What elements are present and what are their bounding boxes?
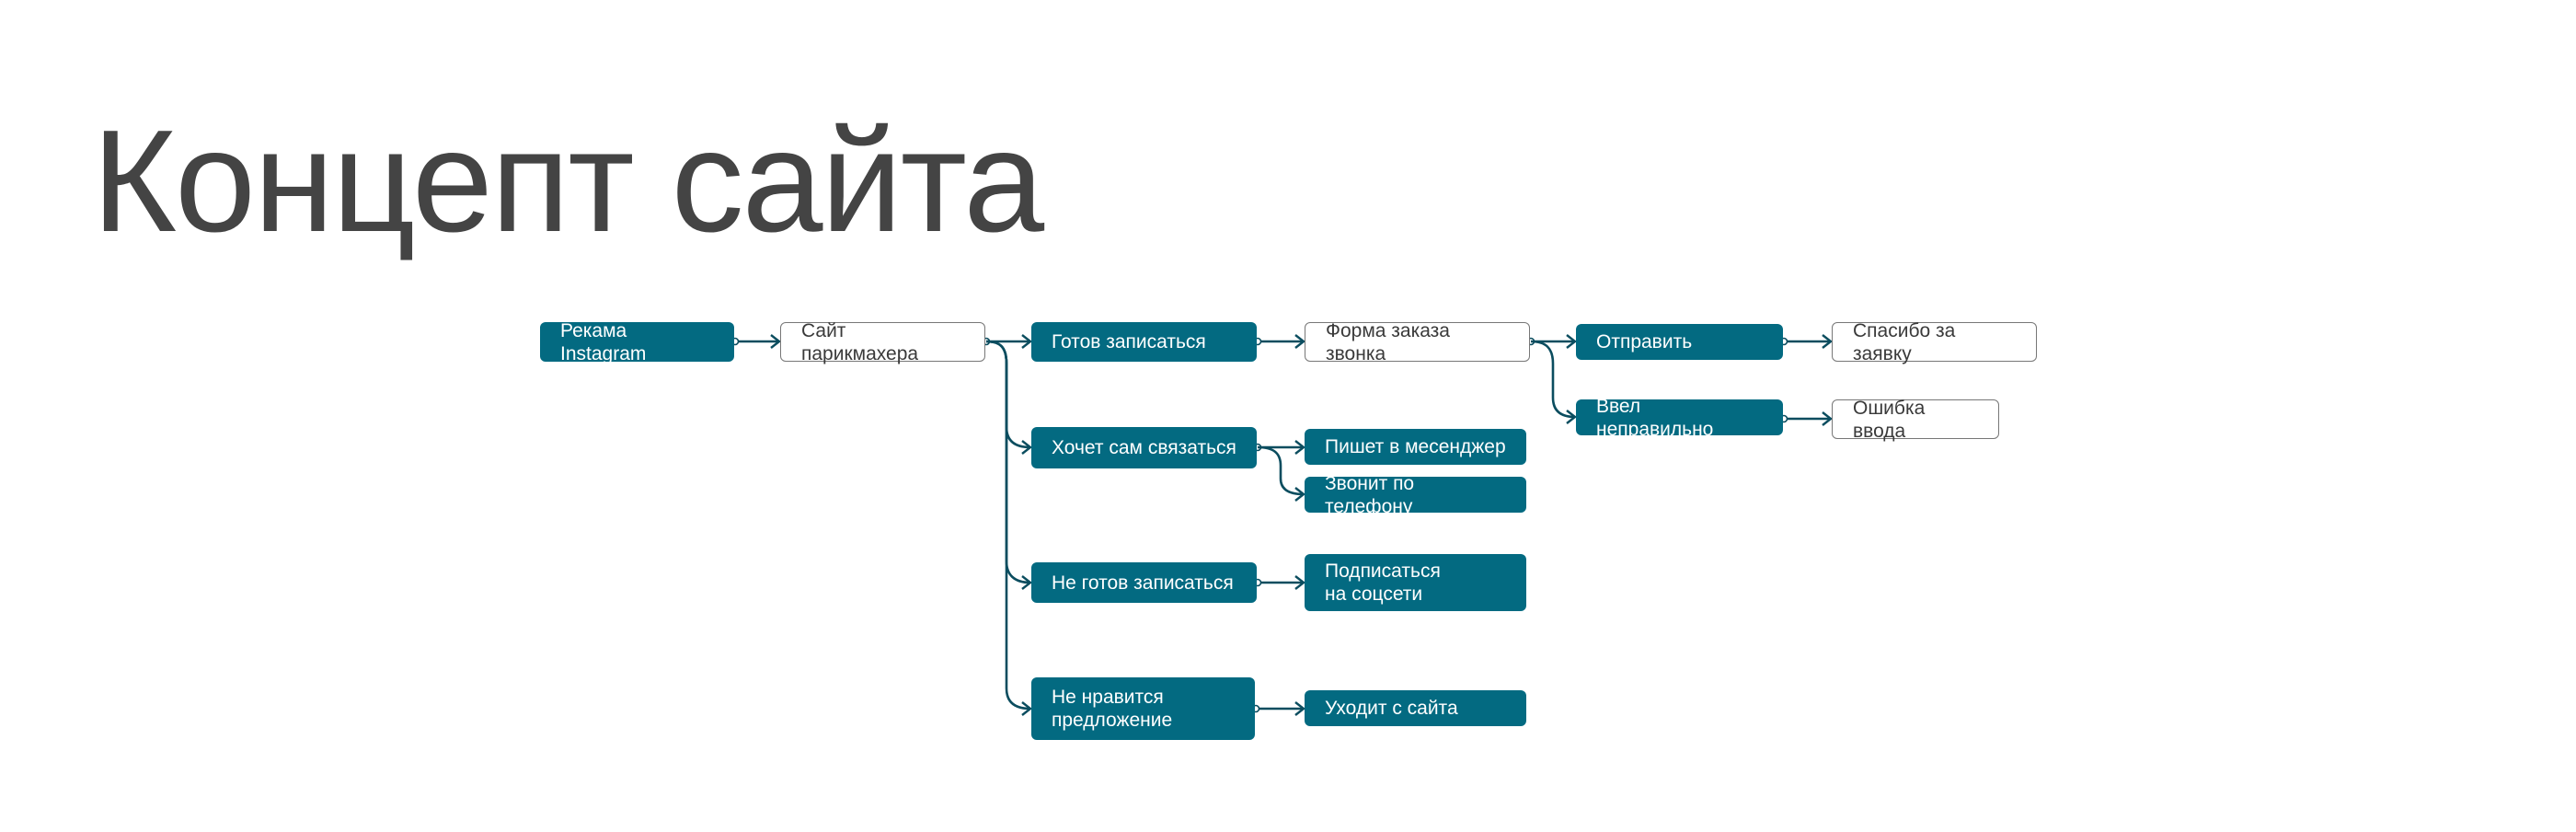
node-send[interactable]: Отправить (1576, 324, 1783, 360)
node-messenger[interactable]: Пишет в месенджер (1305, 429, 1526, 465)
node-phone-call[interactable]: Звонит по телефону (1305, 473, 1526, 517)
edge-site-contact (985, 340, 1032, 455)
edge-form-wrong (1530, 340, 1577, 424)
node-dislikes-offer[interactable]: Не нравится предложение (1031, 677, 1255, 740)
node-wrong-input[interactable]: Ввел неправильно (1576, 396, 1783, 440)
node-input-error[interactable]: Ошибка ввода (1832, 398, 1999, 442)
node-callback-form[interactable]: Форма заказа звонка (1305, 320, 1530, 364)
node-ready-to-book[interactable]: Готов записаться (1031, 322, 1257, 362)
edge-site-notready (985, 340, 1032, 590)
node-leaves-site[interactable]: Уходит с сайта (1305, 690, 1526, 726)
node-thanks[interactable]: Спасибо за заявку (1832, 320, 2037, 364)
page-title: Концепт сайта (92, 100, 1044, 262)
node-not-ready[interactable]: Не готов записаться (1031, 562, 1257, 603)
edge-contact-phone (1257, 445, 1305, 502)
edge-site-dislike (985, 340, 1032, 716)
node-wants-contact[interactable]: Хочет сам связаться (1031, 427, 1257, 468)
node-hairdresser-site[interactable]: Сайт парикмахера (780, 320, 985, 364)
node-subscribe-social[interactable]: Подписаться на соцсети (1305, 554, 1526, 611)
node-instagram-ad[interactable]: Рекама Instagram (540, 320, 734, 364)
